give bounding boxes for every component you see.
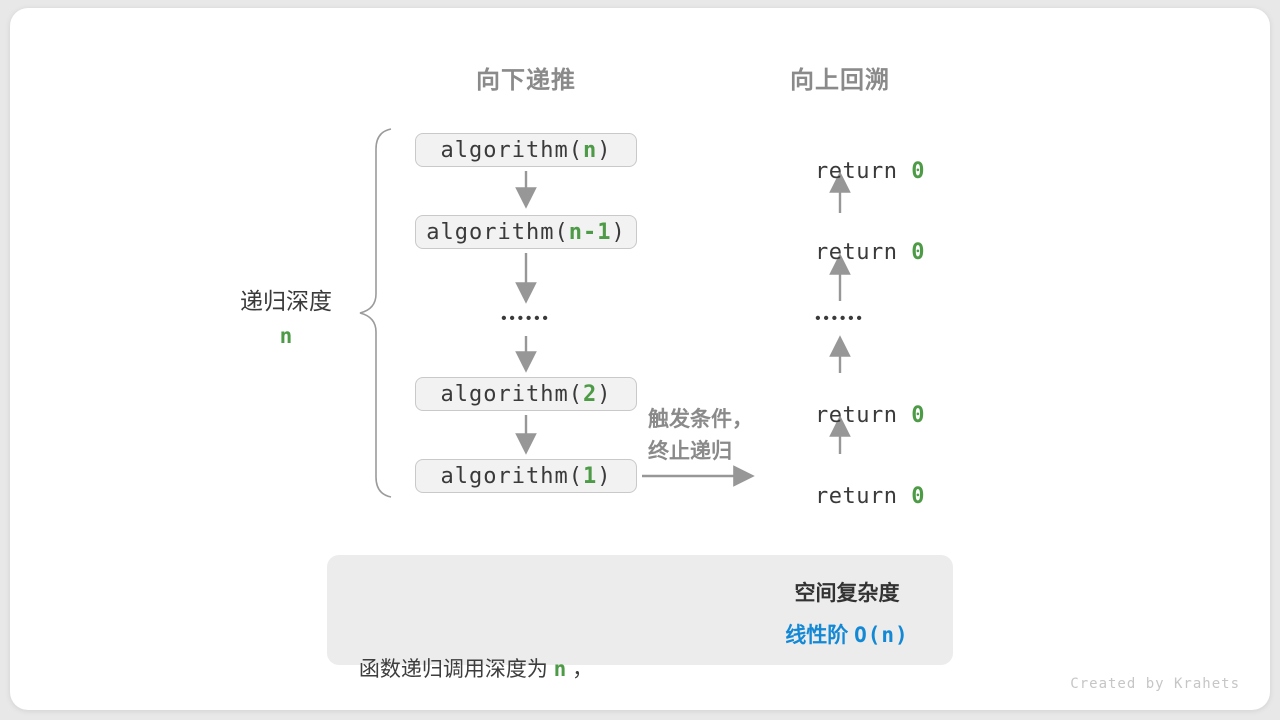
termination-note-line2: 终止递归 — [648, 440, 732, 463]
call-box-text: ) — [611, 219, 626, 245]
complexity-title: 空间复杂度 — [794, 582, 900, 605]
call-box-text: ) — [597, 137, 612, 163]
summary-panel — [327, 555, 953, 665]
call-box-algorithm-2: algorithm(2) — [415, 377, 637, 411]
complexity-big-o: O(n) — [854, 623, 909, 647]
return-statement: return 0 — [760, 383, 924, 449]
call-box-text: algorithm( — [426, 219, 569, 245]
complexity-value: 线性阶 O(n) — [752, 619, 942, 649]
call-box-text: algorithm( — [440, 137, 583, 163]
summary-arg: n — [553, 657, 567, 681]
termination-note: 触发条件， 终止递归 — [648, 404, 798, 468]
return-statement: return 0 — [760, 139, 924, 205]
recursion-depth-value: n — [279, 324, 293, 348]
return-text: return — [814, 240, 912, 265]
summary-statement: 函数递归调用深度为 n ， 共使用 O(n) 的栈帧空间 — [340, 572, 612, 720]
return-text: return — [814, 159, 912, 184]
recursion-depth-label: 递归深度 n — [230, 282, 342, 348]
call-box-arg: n — [582, 137, 598, 163]
return-statement: return 0 — [760, 220, 924, 286]
call-box-algorithm-n: algorithm(n) — [415, 133, 637, 167]
ellipsis-dots: •••••• — [501, 310, 551, 327]
summary-text: ， — [566, 658, 594, 681]
recursion-depth-title: 递归深度 — [240, 288, 332, 314]
return-value: 0 — [911, 240, 925, 265]
column-header-recurse-down: 向下递推 — [476, 67, 576, 94]
complexity-result: 空间复杂度 线性阶 O(n) — [752, 577, 942, 649]
call-box-arg: 2 — [582, 381, 598, 407]
call-box-text: algorithm( — [440, 381, 583, 407]
complexity-order-label: 线性阶 — [785, 624, 855, 647]
return-statement: return 0 — [760, 464, 924, 530]
termination-note-line1: 触发条件， — [648, 408, 753, 431]
ellipsis-dots: •••••• — [815, 310, 865, 327]
return-text: return — [814, 484, 912, 509]
watermark-credit: Created by Krahets — [1070, 676, 1240, 692]
call-box-arg: 1 — [582, 463, 598, 489]
call-box-arg: n-1 — [568, 219, 612, 245]
summary-text: 函数递归调用深度为 — [358, 658, 554, 681]
return-value: 0 — [911, 484, 925, 509]
call-box-text: ) — [597, 381, 612, 407]
return-value: 0 — [911, 159, 925, 184]
call-box-algorithm-n-1: algorithm(n-1) — [415, 215, 637, 249]
call-box-algorithm-1: algorithm(1) — [415, 459, 637, 493]
return-text: return — [814, 403, 912, 428]
return-value: 0 — [911, 403, 925, 428]
call-box-text: algorithm( — [440, 463, 583, 489]
column-header-backtrack-up: 向上回溯 — [790, 67, 890, 94]
summary-line1: 函数递归调用深度为 n ， — [340, 650, 612, 689]
call-box-text: ) — [597, 463, 612, 489]
